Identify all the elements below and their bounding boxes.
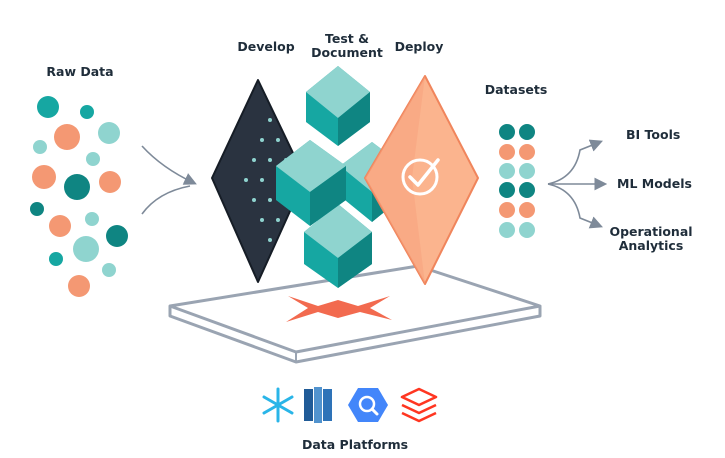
output-label-line2: Analytics: [618, 238, 684, 253]
output-label: ML Models: [617, 176, 692, 191]
deploy-block: [364, 75, 479, 285]
arrow-raw-to-develop: [141, 145, 197, 185]
brand-x-icon: [286, 296, 392, 322]
test-document-label: Test & Document: [302, 32, 392, 60]
output-label-line1: Operational: [609, 224, 693, 239]
datasets-grid: [499, 124, 535, 238]
base-platform: [168, 264, 542, 364]
output-ml-models: ML Models: [617, 177, 692, 191]
redshift-icon: [304, 387, 332, 423]
snowflake-icon: [262, 387, 294, 423]
data-platforms-label: Data Platforms: [301, 437, 409, 452]
raw-data-bubbles: [30, 96, 128, 297]
output-bi-tools: BI Tools: [626, 128, 680, 142]
check-circle-icon: [401, 158, 440, 196]
deploy-label: Deploy: [394, 39, 444, 54]
datasets-label: Datasets: [484, 82, 548, 97]
raw-data-label: Raw Data: [46, 64, 114, 79]
test-document-line1: Test &: [324, 31, 369, 46]
bigquery-icon: [348, 388, 388, 422]
develop-block: [211, 79, 306, 283]
databricks-icon: [400, 387, 438, 423]
output-operational-analytics: Operational Analytics: [606, 225, 696, 253]
arrow-raw-merge: [141, 185, 191, 215]
output-arrows: [547, 139, 608, 229]
develop-label: Develop: [237, 39, 295, 54]
output-label: BI Tools: [626, 127, 681, 142]
test-document-line2: Document: [311, 45, 383, 60]
